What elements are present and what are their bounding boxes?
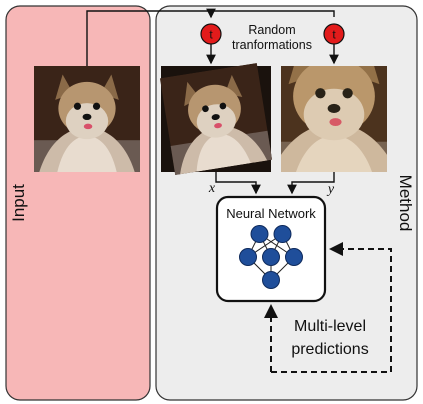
neural-network-graph [239,225,303,289]
svg-text:t: t [332,28,336,42]
transform-node-right: t [323,23,345,45]
nn-neuron [273,225,292,243]
prediction-feedback-loop [271,242,392,373]
nn-neuron [262,248,280,266]
line-x-to-network [215,172,261,195]
prediction-label-bg [281,314,381,360]
nn-neuron [250,225,269,243]
predictions-line2: predictions [291,341,368,358]
view-label-x: x [208,181,216,196]
nn-neuron [262,271,280,289]
line-y-to-network [287,172,335,195]
transform-node-left: t [200,23,222,45]
augmented-view-x [159,62,273,176]
transform-label-line1: Random [248,23,295,37]
transform-label-line2: tranformations [232,38,312,52]
nn-neuron [285,248,303,266]
method-label: Method [396,175,415,232]
view-label-y: y [326,182,335,197]
svg-text:t: t [209,28,213,42]
neural-network-title: Neural Network [226,206,316,221]
predictions-line1: Multi-level [294,318,366,335]
augmented-view-y [281,66,387,172]
nn-neuron [239,248,257,266]
input-label: Input [9,184,28,222]
input-image [34,66,140,172]
